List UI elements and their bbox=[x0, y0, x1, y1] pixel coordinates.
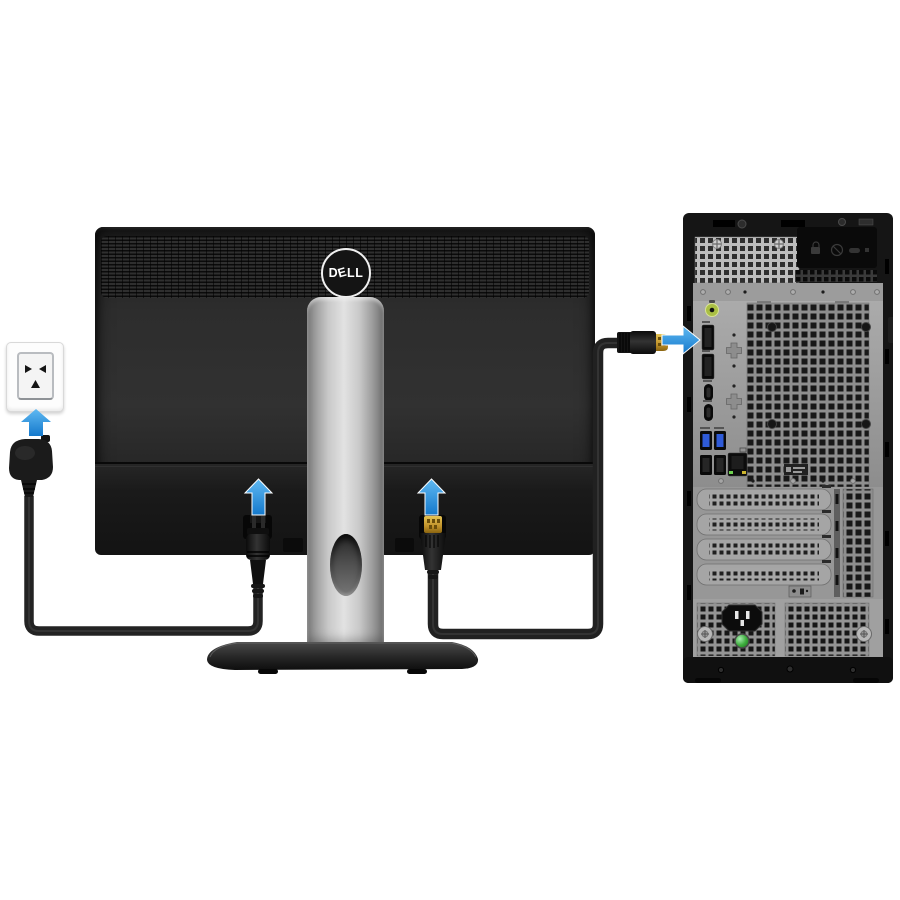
usb-c-2-slot bbox=[706, 407, 711, 418]
bezel-recess bbox=[395, 538, 414, 552]
audio-icon bbox=[709, 300, 715, 303]
network-icon bbox=[739, 447, 747, 453]
displayport-2-slot bbox=[704, 357, 712, 376]
usb-2-2-tongue bbox=[716, 458, 724, 472]
security-lock-plate bbox=[797, 227, 877, 268]
panel-screw-holes bbox=[718, 478, 856, 484]
expansion-slot-cover bbox=[696, 538, 832, 561]
hdmi-connector-tower bbox=[617, 331, 668, 354]
base-body bbox=[207, 642, 479, 670]
edge-vents bbox=[687, 259, 889, 634]
usb-c-1-slot bbox=[706, 387, 711, 398]
knockout-connector bbox=[788, 585, 812, 598]
port-label bbox=[714, 427, 724, 429]
ethernet-slot bbox=[731, 456, 744, 469]
tower-foot bbox=[853, 678, 879, 683]
screw bbox=[786, 665, 794, 673]
thumbscrew bbox=[697, 626, 713, 642]
port-label bbox=[703, 400, 712, 402]
fan-vent-grille bbox=[746, 302, 870, 488]
top-slot bbox=[713, 220, 735, 227]
power-inlet-c14 bbox=[721, 604, 763, 632]
port-label bbox=[703, 380, 712, 382]
screw bbox=[774, 239, 784, 249]
displayport-1-slot bbox=[704, 328, 712, 347]
side-vent-grille bbox=[842, 488, 874, 598]
logo-letter: D bbox=[328, 266, 339, 280]
retainer-slots bbox=[835, 494, 839, 585]
top-vent-row bbox=[795, 270, 877, 282]
divider-screw-holes bbox=[700, 289, 880, 295]
expansion-slot-cover bbox=[696, 513, 832, 536]
psu-test-led bbox=[734, 633, 750, 649]
bezel-recess bbox=[283, 538, 303, 552]
security-icons bbox=[811, 241, 869, 257]
power-inlet-pins bbox=[735, 611, 750, 626]
antenna-knockout bbox=[726, 384, 742, 419]
top-slot bbox=[781, 220, 805, 227]
usb-3-2-tongue bbox=[716, 434, 724, 447]
psu-vent-grille-right bbox=[784, 602, 870, 657]
base-foot bbox=[258, 669, 278, 674]
slot-latch-marks bbox=[822, 485, 831, 563]
side-latch bbox=[888, 317, 893, 343]
screw bbox=[712, 239, 722, 249]
screw bbox=[838, 218, 846, 226]
thumbscrew bbox=[856, 626, 872, 642]
slot-retainer-bar bbox=[834, 489, 840, 597]
divider-strip bbox=[693, 283, 883, 301]
expansion-slot-cover bbox=[696, 563, 832, 586]
socket-hole-bottom bbox=[31, 380, 40, 388]
arrow-up-into-outlet bbox=[21, 409, 51, 436]
screw bbox=[849, 666, 857, 674]
audio-jack-hole bbox=[709, 307, 715, 313]
ethernet-led-amber bbox=[742, 471, 746, 474]
fan-screws bbox=[767, 322, 871, 429]
expansion-slot-cover bbox=[696, 488, 832, 511]
service-tag-label bbox=[784, 464, 808, 475]
usb-3-1-tongue bbox=[702, 434, 710, 447]
tower-foot bbox=[695, 678, 721, 683]
port-label bbox=[700, 427, 710, 429]
base-foot bbox=[407, 669, 427, 674]
antenna-knockout bbox=[726, 333, 742, 368]
base-highlight bbox=[209, 642, 477, 658]
monitor-hdmi-port bbox=[419, 515, 446, 539]
screw bbox=[737, 219, 747, 229]
desktop-tower-rear bbox=[683, 213, 893, 683]
top-slot bbox=[858, 218, 874, 226]
usb-2-1-tongue bbox=[702, 458, 710, 472]
wall-outlet bbox=[6, 342, 64, 412]
socket-face bbox=[17, 352, 54, 400]
port-label bbox=[702, 350, 710, 352]
monitor-power-port bbox=[243, 515, 272, 539]
screw bbox=[717, 666, 725, 674]
stand-base bbox=[207, 642, 479, 674]
port-label bbox=[702, 321, 710, 323]
cable-management-hole bbox=[330, 534, 362, 596]
logo-letter: L bbox=[355, 266, 364, 280]
socket-hole-right bbox=[39, 365, 46, 373]
socket-hole-left bbox=[25, 365, 32, 373]
power-plug bbox=[9, 435, 53, 497]
ethernet-led-green bbox=[729, 471, 733, 474]
logo-letter: L bbox=[347, 266, 356, 280]
stand-column bbox=[307, 297, 384, 647]
